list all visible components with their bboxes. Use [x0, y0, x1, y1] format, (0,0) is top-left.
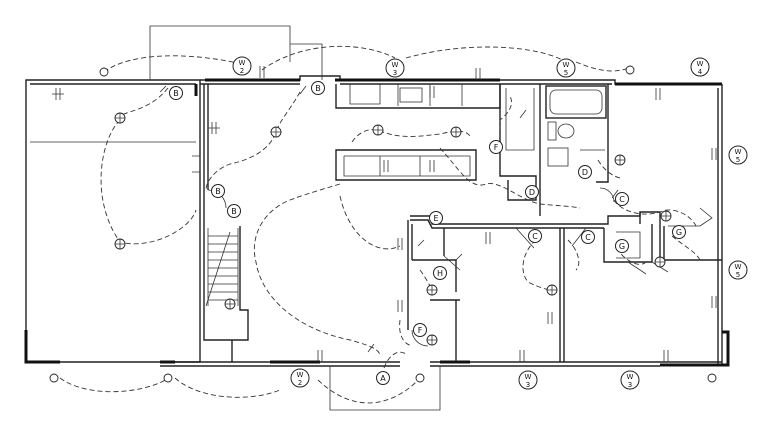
- circuit-tag-label: B: [173, 89, 179, 98]
- circuit-tag: C: [581, 230, 595, 244]
- wattage-tag: W2: [290, 368, 310, 388]
- circuit-tag-circle: [376, 371, 390, 385]
- wattage-tag-top: W: [392, 61, 399, 69]
- wattage-tag: W5: [728, 260, 748, 280]
- wattage-tag: W2: [232, 56, 252, 76]
- circuit-tag-label: E: [433, 214, 438, 223]
- wattage-tag-circle: [690, 57, 710, 77]
- wattage-tag: W3: [518, 370, 538, 390]
- circuit-tag-circle: [615, 192, 629, 206]
- stairs: [205, 228, 239, 307]
- wattage-tag-top: W: [697, 60, 704, 68]
- circuit-tag-label: H: [437, 269, 443, 278]
- fixtures: [49, 65, 717, 383]
- circuit-tag: C: [615, 192, 629, 206]
- circuit-tag-label: B: [231, 207, 237, 216]
- wattage-tag-bottom: 4: [698, 68, 703, 76]
- wattage-tag-top: W: [525, 373, 532, 381]
- circuit-tag: G: [672, 225, 686, 239]
- circuit-tag: D: [525, 185, 539, 199]
- circuit-tag-circle: [211, 184, 225, 198]
- wattage-tag-circle: [620, 370, 640, 390]
- circuit-tag: B: [211, 184, 225, 198]
- wattage-tag-circle: [728, 145, 748, 165]
- circuit-tag-label: F: [494, 143, 499, 152]
- circuit-tag-label: C: [619, 195, 625, 204]
- circuit-tag: D: [578, 165, 592, 179]
- circuit-tag-label: B: [215, 187, 221, 196]
- circuit-tag-label: F: [418, 326, 423, 335]
- wattage-tag-bottom: 5: [736, 271, 740, 279]
- service-box: [149, 25, 323, 80]
- circuit-tag-circle: [578, 165, 592, 179]
- circuit-tag-circle: [429, 211, 443, 225]
- wattage-tag-circle: [290, 368, 310, 388]
- wattage-tag-top: W: [563, 61, 570, 69]
- circuit-tag-circle: [169, 86, 183, 100]
- circuit-tag-circle: [525, 185, 539, 199]
- circuit-tag-label: D: [582, 168, 588, 177]
- circuit-tag-circle: [433, 266, 447, 280]
- wattage-tag-circle: [728, 260, 748, 280]
- circuit-tag: G: [615, 239, 629, 253]
- circuit-tag-circle: [672, 225, 686, 239]
- wattage-tag: W3: [385, 58, 405, 78]
- wattage-tag: W4: [690, 57, 710, 77]
- circuit-tag-label: C: [532, 232, 538, 241]
- wattage-tag-bottom: 5: [564, 69, 568, 77]
- circuit-tag-label: C: [585, 233, 591, 242]
- circuit-tag: H: [433, 266, 447, 280]
- wiring-runs: [59, 45, 701, 404]
- wattage-tag-bottom: 3: [628, 381, 632, 389]
- wattage-tag-top: W: [627, 373, 634, 381]
- wattage-tag-circle: [385, 58, 405, 78]
- wattage-tag-top: W: [735, 148, 742, 156]
- circuit-tag: F: [413, 323, 427, 337]
- interior-walls: [203, 84, 722, 362]
- wattage-tag: W5: [556, 58, 576, 78]
- circuit-tag-label: D: [529, 188, 535, 197]
- wattage-tag-bottom: 3: [393, 69, 397, 77]
- circuit-tag-circle: [227, 204, 241, 218]
- wattage-tag: W5: [728, 145, 748, 165]
- circuit-tag-label: A: [380, 374, 386, 383]
- circuit-tag-circle: [311, 81, 325, 95]
- circuit-tag-circle: [615, 239, 629, 253]
- circuit-tag: E: [429, 211, 443, 225]
- circuit-tag-circle: [489, 140, 503, 154]
- wattage-tag-top: W: [297, 371, 304, 379]
- wattage-tag-circle: [232, 56, 252, 76]
- circuit-tag: B: [169, 86, 183, 100]
- circuit-tag-circle: [528, 229, 542, 243]
- wattage-tag-top: W: [735, 263, 742, 271]
- circuit-tag: A: [376, 371, 390, 385]
- circuit-tag-label: G: [676, 228, 682, 237]
- circuit-tag: B: [227, 204, 241, 218]
- circuit-tag: F: [489, 140, 503, 154]
- wattage-tag-bottom: 3: [526, 381, 530, 389]
- circuit-tag-circle: [413, 323, 427, 337]
- wattage-tag-circle: [518, 370, 538, 390]
- circuit-tag: B: [311, 81, 325, 95]
- circuit-tag-circle: [581, 230, 595, 244]
- wattage-tag-bottom: 5: [736, 156, 740, 164]
- circuit-tag-label: B: [315, 84, 321, 93]
- circuit-tag: C: [528, 229, 542, 243]
- wattage-tag-circle: [556, 58, 576, 78]
- wattage-tag-top: W: [239, 59, 246, 67]
- circuit-tags: B B B B F D D C C C E G G H F A: [169, 81, 686, 385]
- exterior-walls: [24, 75, 730, 411]
- circuit-tag-label: G: [619, 242, 625, 251]
- wattage-tag-bottom: 2: [240, 67, 244, 75]
- wattage-tag-bottom: 2: [298, 379, 302, 387]
- wattage-tag: W3: [620, 370, 640, 390]
